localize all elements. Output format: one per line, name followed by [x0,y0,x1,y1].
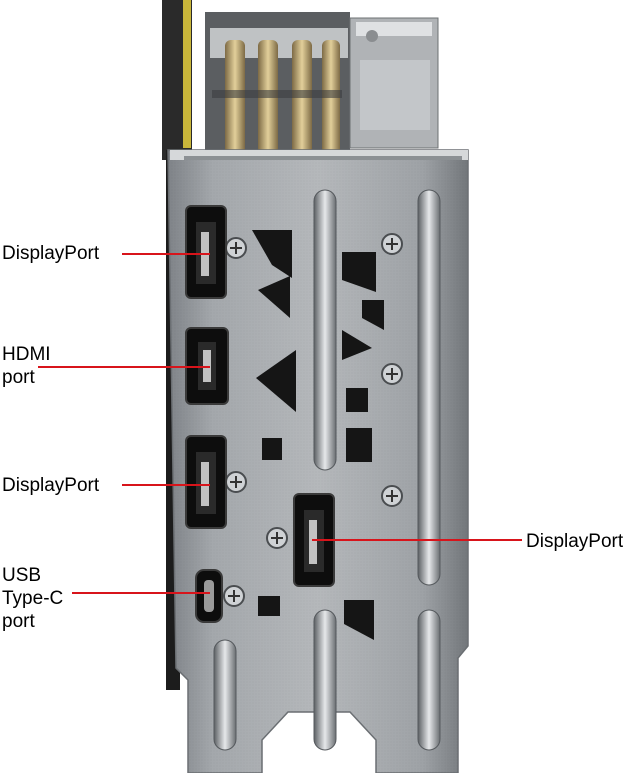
screw [381,485,403,507]
screw [266,527,288,549]
heatsink-top [205,12,350,155]
displayport-middle-port [185,435,227,529]
usb-c-port [195,569,223,623]
vent-slots [213,189,441,751]
screw [225,237,247,259]
screws [223,233,403,607]
label-displayport-right: DisplayPort [526,531,624,552]
displayport-top-port [185,205,227,299]
label-displayport-top: DisplayPort [2,243,100,264]
label-displayport-middle: DisplayPort [2,475,100,496]
cooler-shroud [349,17,439,149]
screw [381,363,403,385]
leader-lines [38,253,522,594]
label-usb-c-port: USB Type-C port [2,565,64,632]
screw [223,585,245,607]
label-hdmi-port: HDMI port [2,344,51,388]
vent-cutouts [252,230,384,640]
screw [225,471,247,493]
screw [381,233,403,255]
